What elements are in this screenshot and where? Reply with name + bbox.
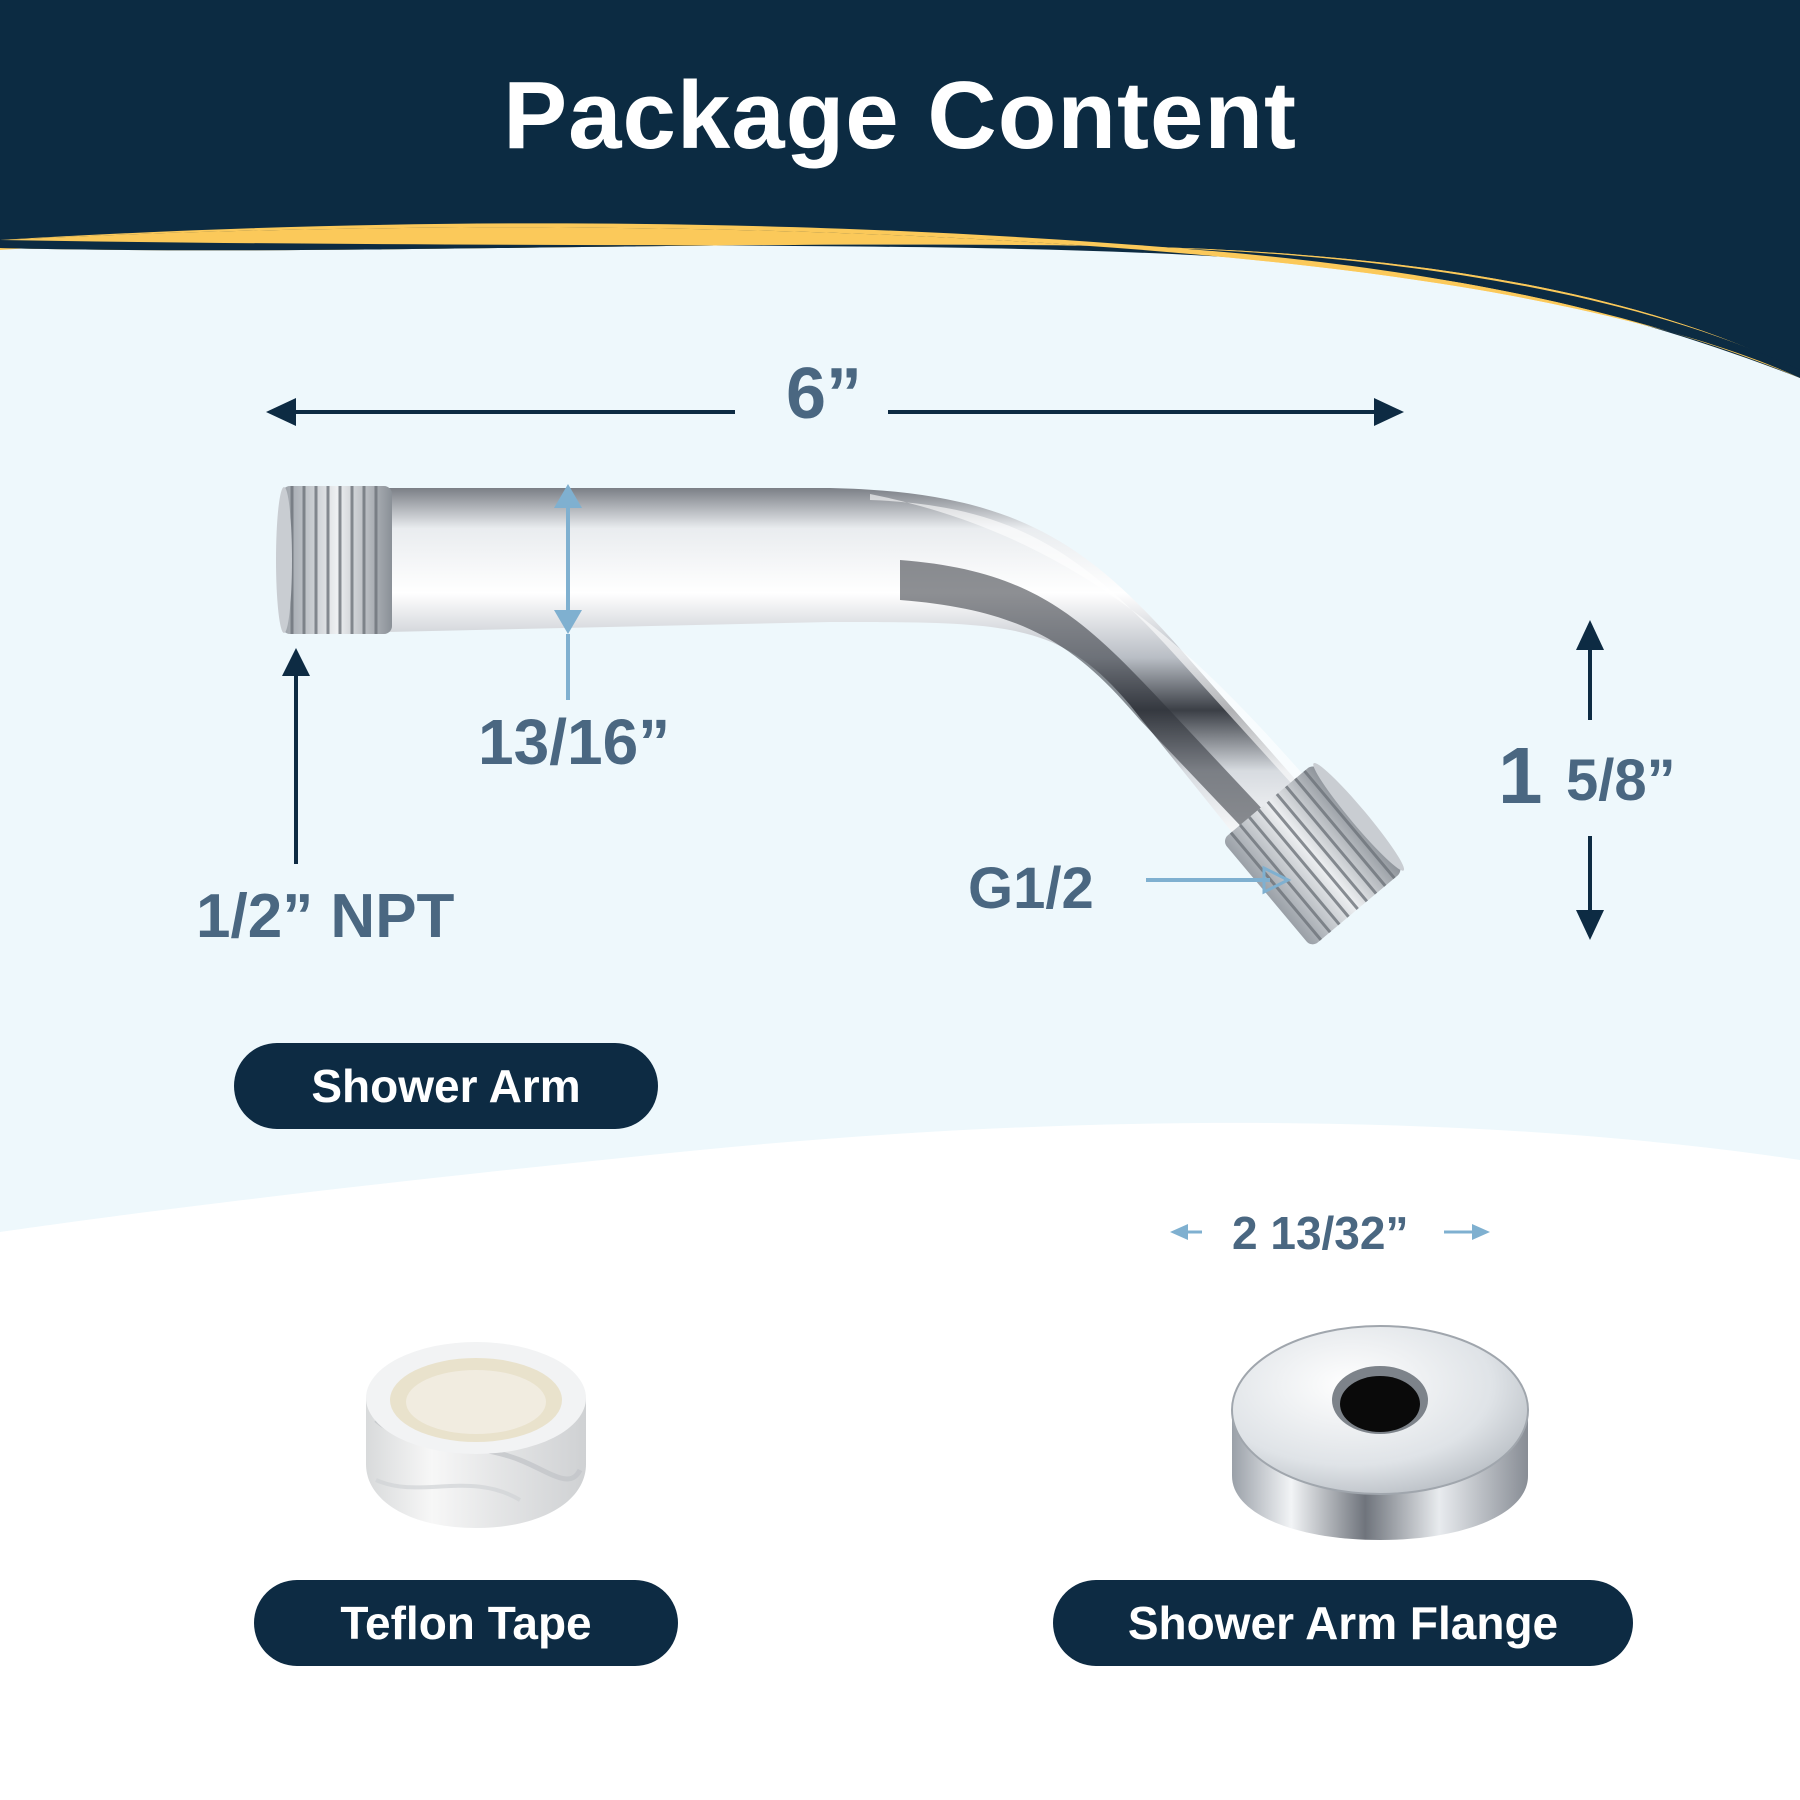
length-dimension-arrow [266, 398, 1404, 426]
flange-diameter-arrow [1170, 1224, 1490, 1240]
flange-diameter-label: 2 13/32” [1232, 1207, 1409, 1259]
drop-height-fraction-label: 5/8” [1566, 748, 1676, 813]
shower-arm-label: Shower Arm [311, 1060, 581, 1112]
drop-height-arrow [1576, 620, 1604, 940]
teflon-tape-label-pill: Teflon Tape [254, 1580, 678, 1666]
outlet-thread-arrow [1146, 865, 1292, 895]
page-title: Package Content [503, 62, 1297, 169]
arm-diameter-label: 13/16” [478, 706, 671, 778]
shower-arm-flange-image [1231, 1325, 1529, 1540]
teflon-tape-roll-image [366, 1342, 586, 1528]
outlet-thread-label: G1/2 [968, 856, 1094, 921]
arm-diameter-arrow [554, 484, 582, 700]
shower-arm-flange-label-pill: Shower Arm Flange [1053, 1580, 1633, 1666]
drop-height-whole-label: 1 [1498, 731, 1543, 820]
inlet-thread-arrow [282, 648, 310, 864]
shower-arm-label-pill: Shower Arm [234, 1043, 658, 1129]
shower-arm-flange-label: Shower Arm Flange [1127, 1597, 1559, 1649]
length-dimension-label: 6” [786, 354, 863, 434]
teflon-tape-label: Teflon Tape [340, 1597, 592, 1649]
inlet-thread-label: 1/2” NPT [196, 882, 455, 951]
shower-arm-image [276, 486, 1405, 945]
